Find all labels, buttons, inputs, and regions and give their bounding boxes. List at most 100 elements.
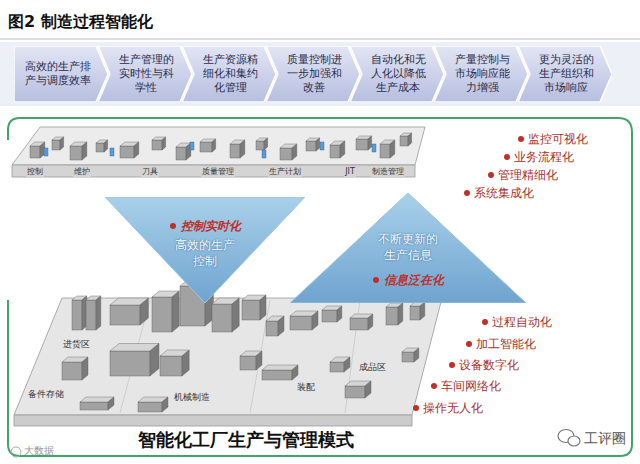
flow-triangle: 控制实时化高效的生产控制 <box>105 197 305 303</box>
machine-block <box>152 137 166 150</box>
bullet-dot <box>431 383 437 389</box>
benefit-chevron: 质量控制进一步加强和改善 <box>266 46 360 102</box>
machine-block <box>330 357 350 372</box>
block-side <box>340 141 345 158</box>
block-side <box>108 397 114 410</box>
block-side <box>82 357 88 380</box>
module-label: 刀具 <box>141 167 159 177</box>
benefit-chevron: 更为灵活的生产组织和市场响应 <box>518 46 612 102</box>
feature-label: 设备数字化 <box>459 358 519 372</box>
block-side <box>316 138 320 151</box>
benefit-text: 高效的生产排产与调度效率 <box>22 60 94 88</box>
block-front <box>52 140 60 150</box>
bullet-row: 控制实时化 <box>125 215 285 235</box>
chevron-text-holder: 产量控制与市场响应能力增强 <box>434 46 528 102</box>
benefit-chevron: 高效的生产排产与调度效率 <box>14 46 108 102</box>
bullet-dot <box>518 136 524 142</box>
watermark-logo <box>11 447 21 457</box>
machine-block <box>176 143 191 160</box>
chevron-shape <box>434 46 528 102</box>
module-label: 制造管理 <box>371 167 405 177</box>
block-front <box>400 136 408 146</box>
machine-block <box>52 137 64 150</box>
machine-block <box>120 142 139 158</box>
machine-block <box>80 397 114 410</box>
benefit-text: 生产资源精细化和集约化管理 <box>198 53 262 94</box>
block-front <box>80 402 108 410</box>
block-front <box>345 386 365 398</box>
operator-marker <box>44 148 48 156</box>
machine-block <box>110 344 159 377</box>
block-front <box>240 356 256 370</box>
chevron-shape <box>14 46 108 102</box>
block-side <box>390 140 395 158</box>
block-side <box>408 133 412 146</box>
platform-front <box>14 415 412 426</box>
block-front <box>152 297 172 332</box>
block-side <box>398 303 403 325</box>
machine-block <box>256 138 268 150</box>
block-front <box>330 362 344 372</box>
block-side <box>96 296 101 330</box>
block-front <box>96 143 104 152</box>
module-label: 控制 <box>26 167 44 177</box>
machine-block <box>410 302 425 320</box>
block-side <box>260 295 266 320</box>
benefit-text: 质量控制进一步加强和改善 <box>282 53 346 94</box>
block-side <box>337 306 342 322</box>
bullet-dot <box>464 190 470 196</box>
operator-marker <box>262 150 266 158</box>
chevron-text-holder: 高效的生产排产与调度效率 <box>14 46 108 102</box>
block-front <box>152 140 162 150</box>
chevron-text-holder: 生产管理的实时性与科学性 <box>98 46 192 102</box>
machine-block <box>200 139 216 152</box>
block-front <box>70 146 82 160</box>
wechat-logo <box>558 430 580 447</box>
area-label: 装配 <box>296 382 316 393</box>
block-side <box>344 357 350 372</box>
block-side <box>162 397 168 412</box>
block-side <box>292 365 298 380</box>
block-side <box>368 314 373 330</box>
benefit-text: 自动化和无人化以降低生产成本 <box>366 53 430 94</box>
block-side <box>420 302 425 320</box>
block-front <box>160 356 182 376</box>
feature-label: 操作无人化 <box>423 401 483 415</box>
module-label: 维护 <box>73 167 91 177</box>
block-front <box>256 141 264 150</box>
machine-block <box>330 141 345 158</box>
feature-label: 车间网络化 <box>441 379 501 393</box>
machine-block <box>290 311 318 330</box>
block-side <box>150 344 159 377</box>
block-side <box>60 137 64 150</box>
machine-block <box>266 316 284 336</box>
block-side <box>134 142 139 158</box>
chevron-shape <box>98 46 192 102</box>
block-side <box>264 138 268 150</box>
block-side <box>182 350 189 376</box>
block-front <box>230 144 240 158</box>
area-label: 成品区 <box>358 362 387 373</box>
block-front <box>110 305 140 325</box>
figure-title: 图2 制造过程智能化 <box>8 12 153 33</box>
block-front <box>386 307 398 325</box>
operator-marker <box>190 142 194 150</box>
area-label: 机械制造 <box>173 392 211 403</box>
triangle-shape <box>290 193 526 303</box>
machine-block <box>400 133 412 146</box>
benefit-chevron: 产量控制与市场响应能力增强 <box>434 46 528 102</box>
block-side <box>104 140 108 152</box>
feature-label: 监控可视化 <box>528 132 588 146</box>
block-side <box>365 381 371 398</box>
block-side <box>368 136 372 150</box>
chevron-shape <box>266 46 360 102</box>
block-side <box>140 298 148 325</box>
bullet-dot <box>373 277 379 283</box>
bullet-dot <box>504 154 510 160</box>
machine-block <box>70 142 87 160</box>
figure-caption: 智能化工厂生产与管理模式 <box>138 428 354 452</box>
block-front <box>356 139 368 150</box>
block-side <box>82 142 87 160</box>
block-side <box>278 316 284 336</box>
machine-block <box>212 298 239 332</box>
